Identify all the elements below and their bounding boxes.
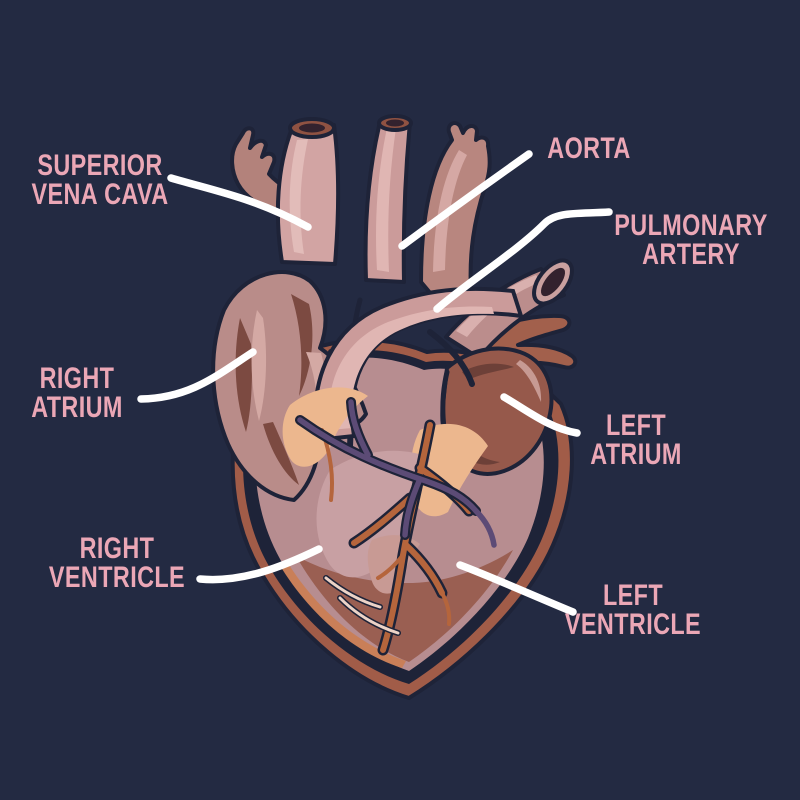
label-left-atrium: LEFT ATRIUM xyxy=(519,409,753,471)
label-line: LEFT xyxy=(602,579,664,612)
label-line: ATRIUM xyxy=(31,391,123,424)
label-line: RIGHT xyxy=(39,362,115,395)
cardiac-veins xyxy=(295,397,497,548)
label-line: VENTRICLE xyxy=(564,608,702,641)
label-superior-vena-cava: SUPERIOR VENA CAVA xyxy=(0,149,217,211)
leader-line-pulmonary-artery xyxy=(433,208,613,313)
pulmonary-trunk xyxy=(313,286,524,443)
label-pulmonary-artery: PULMONARY ARTERY xyxy=(574,209,800,271)
label-right-ventricle: RIGHT VENTRICLE xyxy=(0,532,234,594)
label-line: SUPERIOR xyxy=(37,149,163,182)
leader-line-right-ventricle xyxy=(196,545,323,584)
leader-line-aorta xyxy=(398,150,533,250)
label-line: PULMONARY xyxy=(614,209,768,242)
label-line: RIGHT xyxy=(79,532,155,565)
label-line: LEFT xyxy=(605,409,667,442)
leader-line-left-atrium xyxy=(500,393,581,437)
label-line: ATRIUM xyxy=(590,438,682,471)
leader-line-right-atrium xyxy=(137,348,257,403)
label-line: AORTA xyxy=(547,132,631,165)
apex-vessels xyxy=(323,575,401,636)
label-line: ARTERY xyxy=(642,238,740,271)
label-line: VENA CAVA xyxy=(31,178,169,211)
leader-line-left-ventricle xyxy=(456,561,577,616)
label-left-ventricle: LEFT VENTRICLE xyxy=(516,579,750,641)
label-aorta: AORTA xyxy=(472,132,706,165)
label-line: VENTRICLE xyxy=(48,561,186,594)
leader-line-superior-vena-cava xyxy=(167,174,312,231)
label-right-atrium: RIGHT ATRIUM xyxy=(0,362,194,424)
